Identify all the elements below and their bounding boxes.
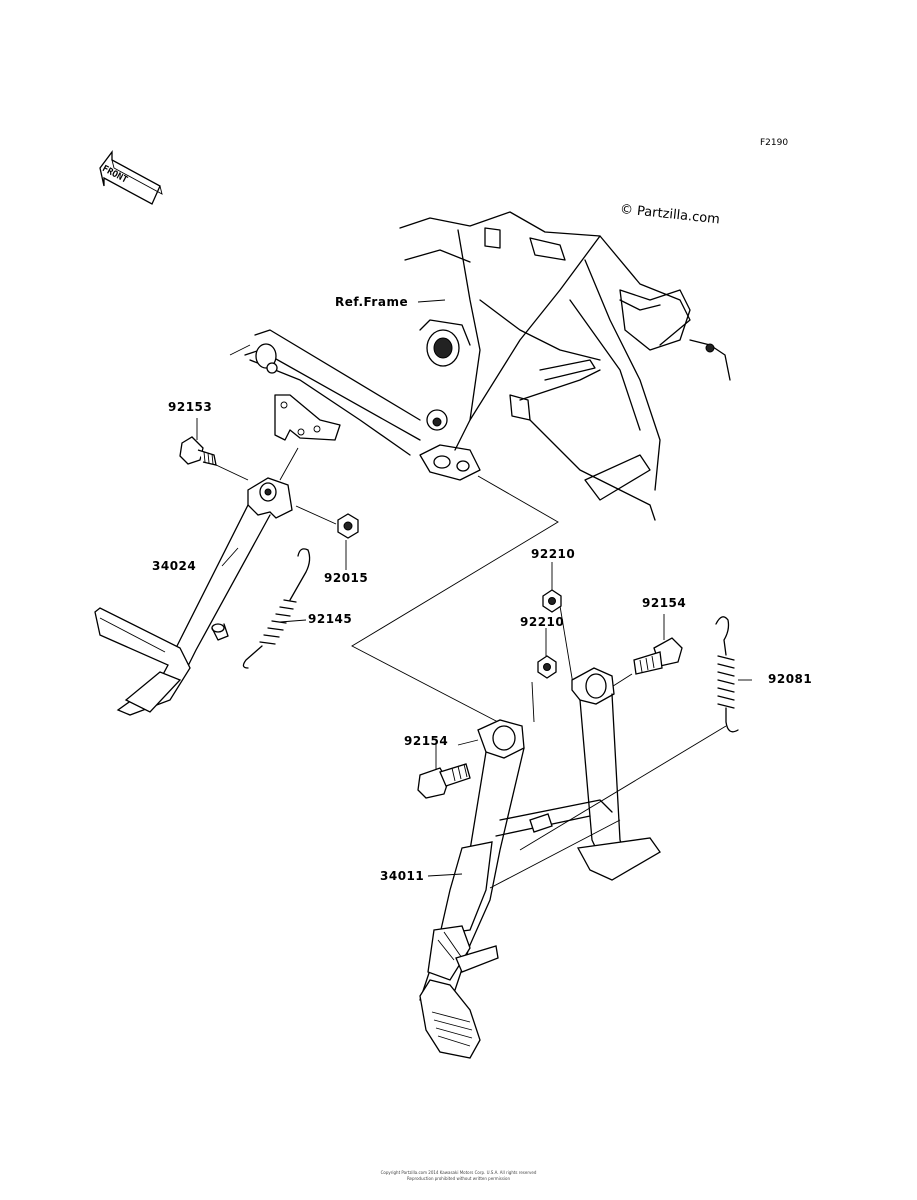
leader-lines xyxy=(196,299,752,877)
part-label-34011[interactable]: 34011 xyxy=(380,869,425,883)
ref-frame-label: Ref.Frame xyxy=(335,295,409,309)
bolt-part xyxy=(633,637,683,675)
spring-part xyxy=(242,548,311,669)
nut-part xyxy=(337,513,359,539)
part-label-92153[interactable]: 92153 xyxy=(168,400,213,414)
frame-outline xyxy=(229,211,731,521)
part-label-92145[interactable]: 92145 xyxy=(308,612,353,626)
part-label-92081[interactable]: 92081 xyxy=(768,672,813,686)
part-label-92015[interactable]: 92015 xyxy=(324,571,369,585)
part-label-92154-left[interactable]: 92154 xyxy=(404,734,449,748)
part-label-92154-right[interactable]: 92154 xyxy=(642,596,687,610)
nut-part xyxy=(542,589,562,613)
bolt-part xyxy=(179,436,217,466)
nut-part xyxy=(537,655,557,679)
front-arrow-icon xyxy=(99,150,163,205)
footer-line-1: Copyright Partzilla.com 2014 Kawasaki Mo… xyxy=(380,1170,537,1175)
part-label-92210-upper[interactable]: 92210 xyxy=(531,547,576,561)
figure-code: F2190 xyxy=(760,138,789,148)
side-stand-part xyxy=(94,477,293,716)
center-stand-part xyxy=(419,667,661,1059)
part-label-92210-lower[interactable]: 92210 xyxy=(520,615,565,629)
reference-lines xyxy=(213,447,727,889)
bolt-part xyxy=(417,763,471,799)
part-label-34024[interactable]: 34024 xyxy=(152,559,197,573)
spring-part xyxy=(715,616,739,733)
footer-line-2: Reproduction prohibited without written … xyxy=(406,1176,511,1181)
